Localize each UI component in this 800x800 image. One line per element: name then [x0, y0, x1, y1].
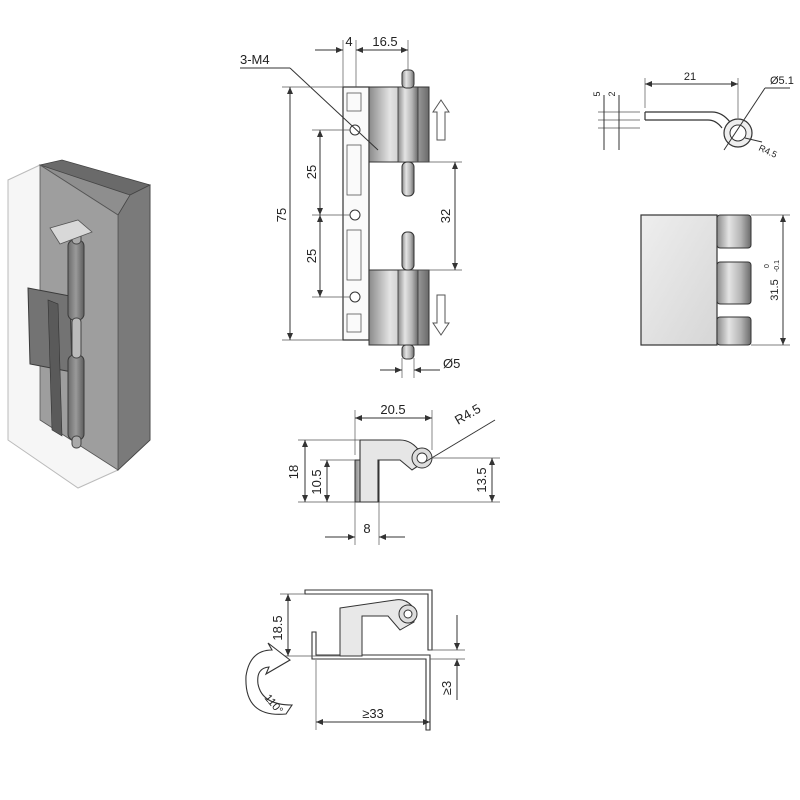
dim-pin-travel: 32 [438, 209, 453, 223]
top-right-profile-view: 21 5 2 Ø5.1 R4.5 [592, 71, 794, 160]
dim-thickness-outer: 5 [592, 91, 602, 96]
dim-thickness-inner: 2 [607, 91, 617, 96]
dim-radius-top: R4.5 [757, 143, 778, 160]
dim-height-left: 18 [286, 465, 301, 479]
hole-3 [349, 291, 361, 303]
bottom-assembly-view: 18.5 ≥3 ≥33 110° [245, 589, 465, 731]
dim-length: 21 [684, 71, 696, 83]
hole-1 [349, 124, 361, 136]
front-view: 4 16.5 3-M4 75 25 25 32 Ø5 [240, 34, 462, 378]
lower-pin [401, 231, 415, 271]
dim-pitch-lower: 25 [304, 249, 319, 263]
upper-pin [401, 161, 415, 197]
dim-tolerance: 31.5 [769, 279, 781, 300]
side-view: 31.5 0 -0.1 [640, 214, 790, 346]
arrow-up-icon [432, 99, 450, 141]
dim-base-width: 8 [363, 521, 370, 536]
dim-height-inner: 10.5 [309, 469, 324, 494]
hinge-3d-render [7, 159, 152, 489]
hole-2 [349, 209, 361, 221]
hole-label: 3-M4 [240, 52, 270, 67]
dim-middle-width: 20.5 [380, 402, 405, 417]
dim-tol-lower: -0.1 [774, 260, 781, 272]
dim-bottom-height: 18.5 [270, 615, 285, 640]
dim-height-total: 75 [274, 208, 289, 222]
dim-top-right: 16.5 [372, 34, 397, 49]
rotation-arrow-icon [245, 642, 294, 715]
dim-middle-radius: R4.5 [452, 401, 483, 428]
top-pin [401, 69, 415, 89]
dim-tol-upper: 0 [764, 264, 771, 268]
dim-pitch-upper: 25 [304, 165, 319, 179]
bottom-pin [401, 344, 415, 360]
dim-pin-diameter: Ø5 [443, 356, 460, 371]
dim-top-left: 4 [345, 34, 352, 49]
middle-section-view: 20.5 R4.5 18 10.5 13.5 8 [286, 401, 500, 545]
arrow-down-icon [432, 294, 450, 336]
dim-height-right: 13.5 [474, 467, 489, 492]
dim-diameter: Ø5.1 [770, 75, 794, 87]
dim-bottom-gap: ≥3 [439, 681, 454, 695]
dim-bottom-width: ≥33 [362, 706, 384, 721]
